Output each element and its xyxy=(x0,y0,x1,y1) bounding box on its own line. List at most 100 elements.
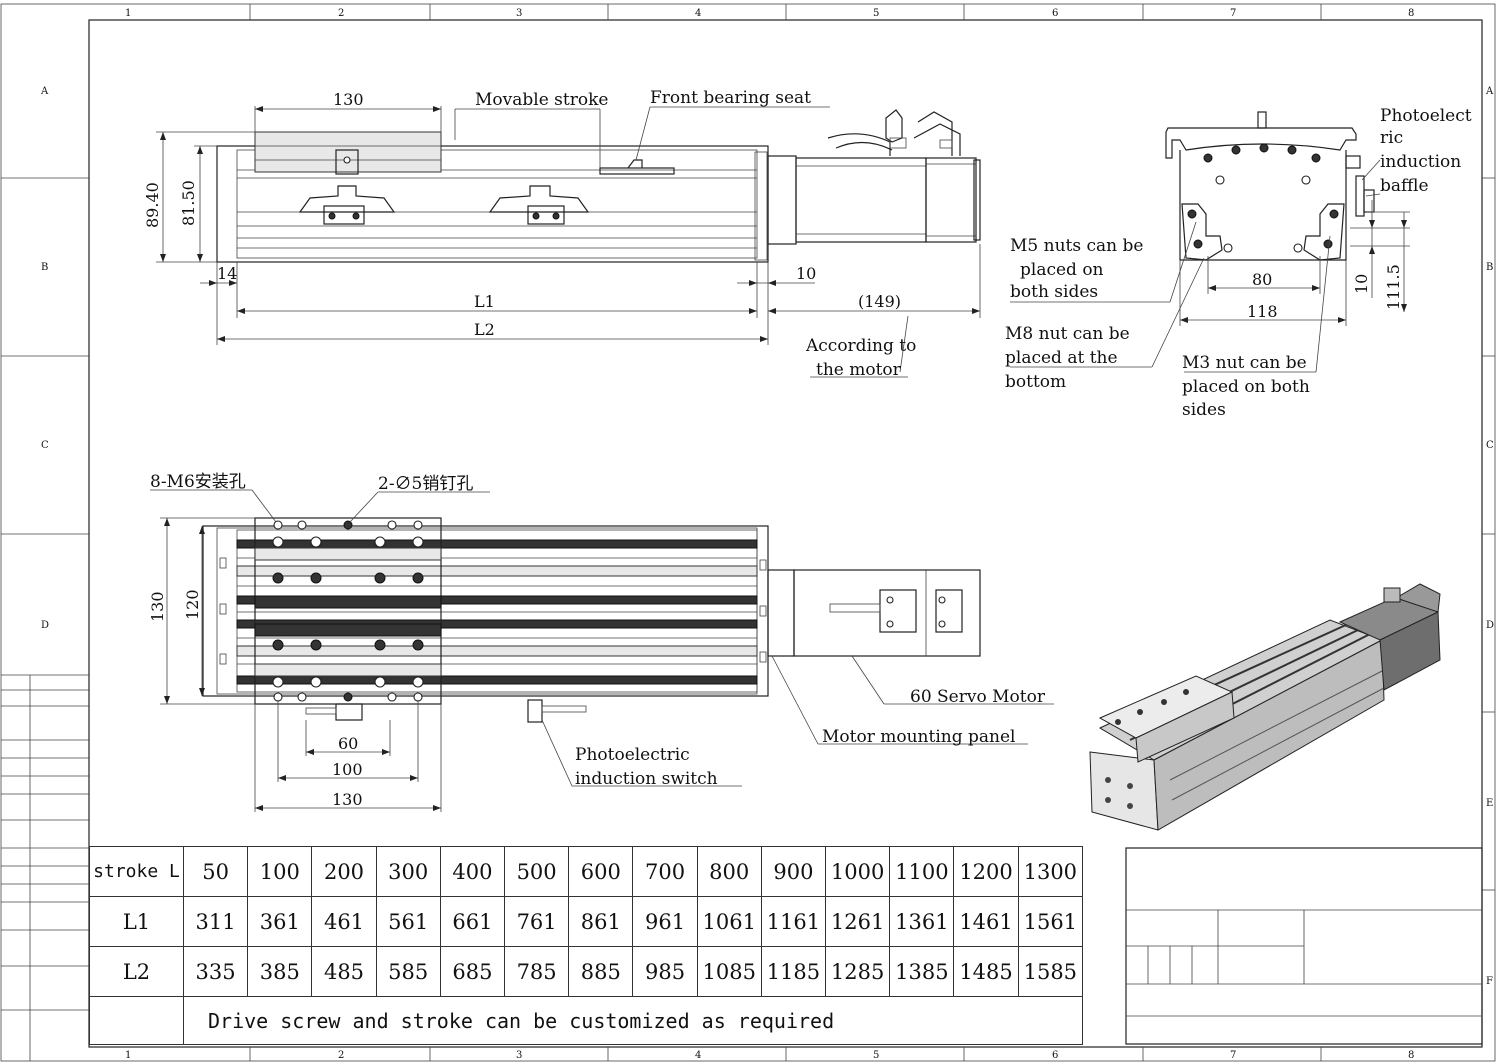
table-cell: 1085 xyxy=(696,946,762,997)
table-cell: 500 xyxy=(504,846,570,897)
row-mark-B-right: B xyxy=(1486,262,1493,273)
table-cell: 1161 xyxy=(760,896,827,947)
table-cell: 861 xyxy=(568,896,634,947)
end-label-photo-4: baffle xyxy=(1380,176,1429,196)
top-dim-120-vertical: 120 xyxy=(183,589,202,620)
top-dim-60: 60 xyxy=(338,734,358,753)
side-label-front-bearing-seat: Front bearing seat xyxy=(650,88,811,108)
col-mark-5-bottom: 5 xyxy=(873,1050,879,1061)
isometric-module-image xyxy=(1089,583,1441,831)
col-mark-6: 6 xyxy=(1052,8,1058,19)
table-note-blank xyxy=(89,996,184,1045)
table-cell: 785 xyxy=(504,946,570,997)
side-label-according-2: the motor xyxy=(816,360,902,380)
row-mark-B: B xyxy=(41,262,48,273)
end-dim-10: 10 xyxy=(1352,274,1371,294)
table-cell: 1561 xyxy=(1017,896,1084,947)
side-dim-10: 10 xyxy=(796,264,816,283)
row-header-l1: L1 xyxy=(89,896,184,947)
row-mark-D-right: D xyxy=(1486,620,1494,631)
col-mark-1: 1 xyxy=(125,8,131,19)
end-dim-118: 118 xyxy=(1247,302,1278,321)
table-cell: 335 xyxy=(182,946,249,997)
top-label-photo-switch-1: Photoelectric xyxy=(575,745,690,765)
top-label-m6-holes: 8-M6安装孔 xyxy=(150,472,246,492)
table-cell: 200 xyxy=(311,846,377,897)
end-label-photo-2: ric xyxy=(1380,128,1403,148)
table-cell: 311 xyxy=(182,896,249,947)
table-cell: 1361 xyxy=(889,896,955,947)
end-label-m5-1: M5 nuts can be xyxy=(1010,236,1143,256)
table-cell: 1285 xyxy=(825,946,891,997)
table-cell: 1485 xyxy=(953,946,1019,997)
side-dim-130: 130 xyxy=(333,90,364,109)
top-label-pin-holes: 2-∅5销钉孔 xyxy=(378,474,473,494)
table-cell: 400 xyxy=(439,846,506,897)
row-mark-F-right: F xyxy=(1486,976,1493,987)
row-mark-A: A xyxy=(40,86,49,97)
side-dim-L1: L1 xyxy=(474,292,495,311)
table-cell: 1585 xyxy=(1017,946,1084,997)
table-cell: 1261 xyxy=(825,896,891,947)
table-note: Drive screw and stroke can be customized… xyxy=(183,996,1083,1045)
side-dim-81-50: 81.50 xyxy=(179,180,198,226)
left-ruler xyxy=(1,177,1495,1061)
table-cell: 1000 xyxy=(825,846,891,897)
end-label-m5-3: both sides xyxy=(1010,282,1098,302)
table-cell: 100 xyxy=(247,846,313,897)
top-dim-130-vertical: 130 xyxy=(148,591,167,622)
table-note-row: Drive screw and stroke can be customized… xyxy=(89,996,1083,1045)
top-dim-100: 100 xyxy=(332,760,363,779)
end-label-photo-1: Photoelect xyxy=(1380,106,1472,126)
col-mark-6-bottom: 6 xyxy=(1052,1050,1058,1061)
col-mark-8-bottom: 8 xyxy=(1408,1050,1414,1061)
table-cell: 1300 xyxy=(1017,846,1084,897)
col-mark-3: 3 xyxy=(516,8,522,19)
col-mark-7: 7 xyxy=(1230,8,1236,19)
side-label-according-1: According to xyxy=(805,336,916,356)
table-cell: 685 xyxy=(439,946,506,997)
table-cell: 1200 xyxy=(953,846,1019,897)
table-cell: 485 xyxy=(311,946,377,997)
top-label-servo-motor: 60 Servo Motor xyxy=(910,687,1046,707)
end-label-m3-3: sides xyxy=(1182,400,1226,420)
side-dim-L2: L2 xyxy=(474,320,495,339)
table-cell: 600 xyxy=(568,846,634,897)
end-label-m8-3: bottom xyxy=(1005,372,1066,392)
inner-border xyxy=(88,19,1483,1048)
col-mark-4-bottom: 4 xyxy=(695,1050,701,1061)
side-label-movable-stroke: Movable stroke xyxy=(475,90,608,110)
row-mark-C-right: C xyxy=(1486,440,1494,451)
col-mark-5: 5 xyxy=(873,8,879,19)
table-cell: 1385 xyxy=(889,946,955,997)
table-cell: 1185 xyxy=(760,946,827,997)
row-mark-A-right: A xyxy=(1485,86,1494,97)
top-ruler xyxy=(249,4,1322,20)
row-mark-D: D xyxy=(41,620,49,631)
table-cell: 800 xyxy=(696,846,762,897)
end-label-photo-3: induction xyxy=(1380,152,1461,172)
top-view xyxy=(150,489,1054,812)
row-header-l2: L2 xyxy=(89,946,184,997)
side-dim-14: 14 xyxy=(217,264,237,283)
table-cell: 585 xyxy=(375,946,441,997)
outer-border xyxy=(0,3,1496,1062)
table-cell: 1100 xyxy=(889,846,955,897)
table-cell: 661 xyxy=(439,896,506,947)
row-mark-E-right: E xyxy=(1486,798,1493,809)
table-cell: 985 xyxy=(632,946,698,997)
table-cell: 300 xyxy=(375,846,441,897)
table-cell: 700 xyxy=(632,846,698,897)
table-cell: 961 xyxy=(632,896,698,947)
end-dim-111-5: 111.5 xyxy=(1384,264,1403,310)
table-cell: 885 xyxy=(568,946,634,997)
top-label-mount-panel: Motor mounting panel xyxy=(822,727,1015,747)
side-view xyxy=(156,106,981,378)
col-mark-2-bottom: 2 xyxy=(338,1050,344,1061)
row-header-stroke: stroke L xyxy=(89,846,184,897)
row-mark-C: C xyxy=(41,440,49,451)
